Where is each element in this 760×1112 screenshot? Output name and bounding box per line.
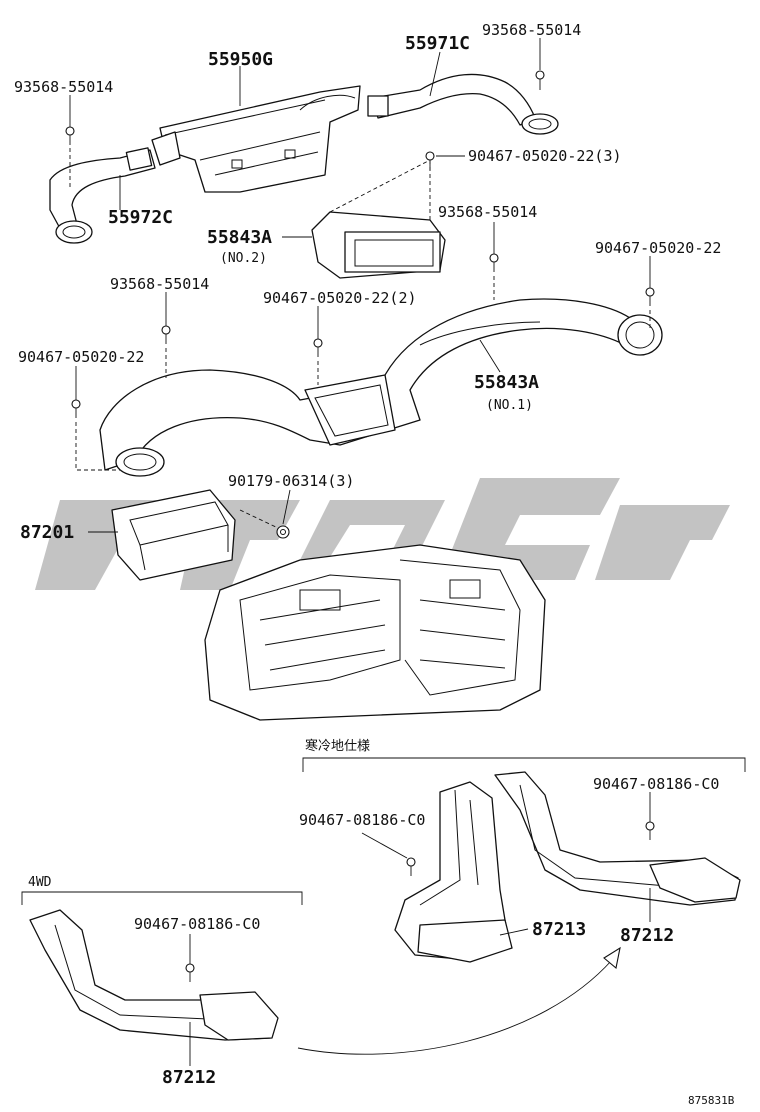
label-55971C: 55971C <box>405 33 470 54</box>
label-55972C: 55972C <box>108 207 173 228</box>
label-90467-right: 90467-05020-22 <box>595 239 721 257</box>
label-55843A-no1: 55843A <box>474 372 539 393</box>
label-90467-c0-mid: 90467-08186-C0 <box>299 811 425 829</box>
duct-87213 <box>394 781 513 963</box>
duct-55843A-no1 <box>99 298 663 477</box>
heater-unit <box>204 544 546 721</box>
label-93568-lower: 93568-55014 <box>110 275 209 293</box>
bolt-icon <box>406 857 416 876</box>
bolt-icon <box>65 126 75 145</box>
diagram-code: 875831B <box>688 1094 735 1107</box>
nut-icon <box>276 525 290 539</box>
hose-55971C <box>367 73 559 135</box>
bolt-icon <box>645 287 655 306</box>
label-55843A-no2-sub: (NO.2) <box>220 251 267 266</box>
duct-87212-right <box>494 771 741 906</box>
nozzle-87201 <box>111 489 236 581</box>
label-90179: 90179-06314(3) <box>228 472 354 490</box>
label-55843A-no2: 55843A <box>207 227 272 248</box>
bolt-icon <box>425 151 435 170</box>
duct-55843A-no2 <box>311 159 446 279</box>
bolt-icon <box>489 253 499 272</box>
label-93568-top: 93568-55014 <box>482 21 581 39</box>
label-cold-spec: 寒冷地仕様 <box>305 738 370 754</box>
label-87213: 87213 <box>532 919 586 940</box>
label-90467-2: 90467-05020-22(2) <box>263 289 417 307</box>
label-55843A-no1-sub: (NO.1) <box>486 398 533 413</box>
bolt-icon <box>71 399 81 418</box>
part-labels: 55950G 55971C 93568-55014 93568-55014 90… <box>14 21 735 1107</box>
label-55950G: 55950G <box>208 49 273 70</box>
label-93568-left: 93568-55014 <box>14 78 113 96</box>
label-90467-c0-right: 90467-08186-C0 <box>593 775 719 793</box>
hose-55972C <box>49 147 156 244</box>
label-87201: 87201 <box>20 522 74 543</box>
bolt-icon <box>535 70 545 90</box>
group-brackets <box>21 757 746 905</box>
label-4wd: 4WD <box>28 875 52 890</box>
label-87212-bottom: 87212 <box>162 1067 216 1088</box>
label-90467-3: 90467-05020-22(3) <box>468 147 622 165</box>
bolt-icon <box>313 338 323 357</box>
bolt-icons <box>65 70 655 982</box>
label-90467-left: 90467-05020-22 <box>18 348 144 366</box>
bolt-icon <box>161 325 171 344</box>
transition-arrow <box>297 946 621 1055</box>
duct-87212-bottom <box>29 909 279 1041</box>
label-87212-right: 87212 <box>620 925 674 946</box>
label-90467-c0-bottom: 90467-08186-C0 <box>134 915 260 933</box>
duct-55950G <box>151 85 361 193</box>
bolt-icon <box>185 963 195 982</box>
bolt-icon <box>645 821 655 840</box>
label-93568-mid: 93568-55014 <box>438 203 537 221</box>
leader-lines <box>69 38 651 1066</box>
